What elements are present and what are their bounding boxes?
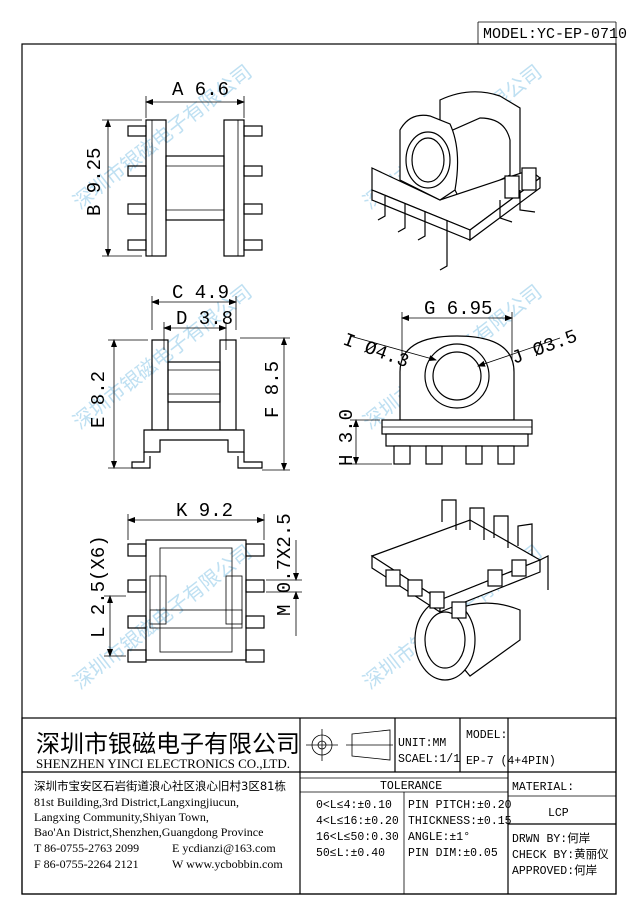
dim-j-label: J Ø3.5	[509, 326, 581, 370]
pin-tolerance-row: PIN PITCH:±0.20	[408, 799, 512, 812]
pin-tolerance-row: PIN DIM:±0.05	[408, 847, 498, 860]
title-block: 深圳市银磁电子有限公司 SHENZHEN YINCI ELECTRONICS C…	[21, 717, 617, 895]
address-line-2: 81st Building,3rd District,Langxingjiucu…	[34, 795, 239, 809]
model-value: EP-7 (4+4PIN)	[466, 755, 556, 768]
dim-k-label: K 9.2	[176, 500, 233, 522]
email-text: E ycdianzi@163.com	[172, 841, 276, 855]
dim-l-label: L 2.5(X6)	[88, 535, 110, 638]
material-label: MATERIAL:	[512, 781, 574, 794]
fax-text: F 86-0755-2264 2121	[34, 857, 139, 871]
web-text: W www.ycbobbin.com	[172, 857, 283, 871]
material-value: LCP	[548, 807, 569, 820]
dim-a-label: A 6.6	[172, 79, 229, 101]
dim-d-label: D 3.8	[176, 308, 233, 330]
scale-text: SCAEL:1/1	[398, 753, 460, 766]
tolerance-row: 0<L≤4:±0.10	[316, 799, 392, 812]
tel-text: T 86-0755-2763 2099	[34, 841, 139, 855]
dim-m-label: M 0.7X2.5	[274, 513, 296, 616]
side-view: C 4.9 D 3.8 E 8.2 F 8.5	[88, 282, 290, 471]
checked-by: CHECK BY:黄丽仪	[512, 847, 609, 862]
dim-g-label: G 6.95	[424, 298, 492, 320]
approved-by: APPROVED:何岸	[512, 864, 597, 878]
pin-tolerance-row: ANGLE:±1°	[408, 831, 470, 844]
dim-b-label: B 9.25	[84, 148, 106, 216]
tolerance-row: 16<L≤50:0.30	[316, 831, 399, 844]
drawn-by: DRWN BY:何岸	[512, 832, 590, 846]
dim-h-label: H 3.0	[336, 409, 358, 466]
address-line-1: 深圳市宝安区石岩街道浪心社区浪心旧村3区81栋	[34, 779, 286, 793]
top-view: A 6.6 B 9.25	[84, 79, 263, 257]
company-name-cn: 深圳市银磁电子有限公司	[36, 730, 300, 758]
company-name-en: SHENZHEN YINCI ELECTRONICS CO.,LTD.	[36, 756, 290, 771]
address-line-4: Bao'An District,Shenzhen,Guangdong Provi…	[34, 825, 263, 839]
dim-f-label: F 8.5	[262, 361, 284, 418]
dim-i-label: I Ø4.3	[340, 329, 412, 373]
tolerance-row: 50≤L:±0.40	[316, 847, 385, 860]
model-label: MODEL:	[466, 729, 507, 742]
bottom-view: K 9.2 L 2.5(X6) M 0.7X2.5	[88, 500, 302, 663]
isometric-view-front	[371, 91, 541, 271]
dim-c-label: C 4.9	[172, 282, 229, 304]
dim-e-label: E 8.2	[88, 371, 110, 428]
tolerance-label: TOLERANCE	[380, 780, 442, 793]
tolerance-row: 4<L≤16:±0.20	[316, 815, 399, 828]
pin-tolerance-row: THICKNESS:±0.15	[408, 815, 512, 828]
isometric-view-rear	[370, 499, 549, 681]
front-view: G 6.95 I Ø4.3 J Ø3.5 H 3.0	[336, 298, 580, 466]
unit-text: UNIT:MM	[398, 737, 446, 750]
model-header: MODEL:YC-EP-0710	[483, 26, 627, 43]
address-line-3: Langxing Community,Shiyan Town,	[34, 810, 209, 824]
